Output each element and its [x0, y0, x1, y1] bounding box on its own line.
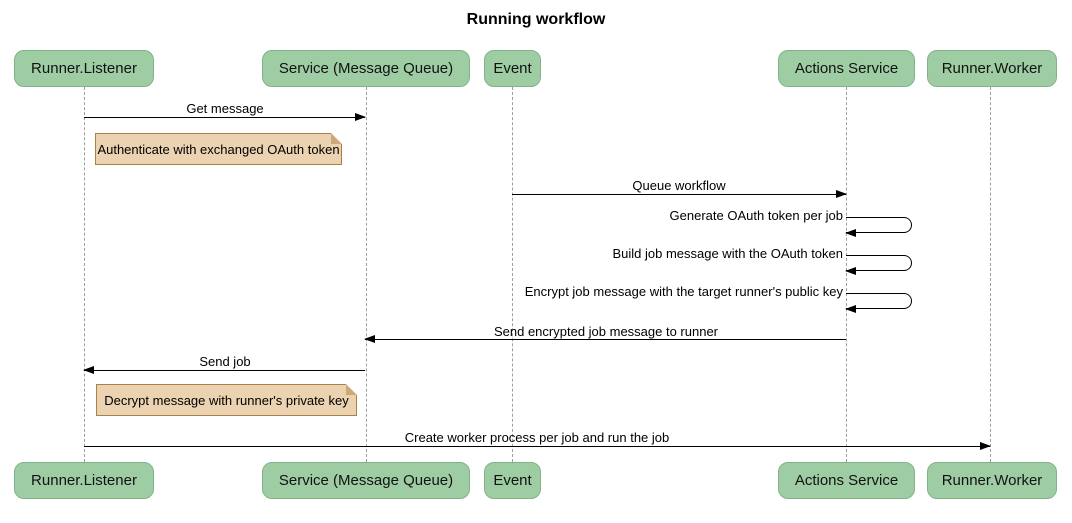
arrowhead-left-icon — [83, 366, 94, 374]
participant-label: Runner.Worker — [941, 472, 1043, 489]
message-label-create-worker: Create worker process per job and run th… — [404, 430, 670, 445]
note-fold-icon — [346, 384, 357, 395]
arrowhead-left-icon — [845, 305, 856, 313]
self-loop-encrypt-job-message — [845, 293, 912, 313]
participant-label: Event — [493, 60, 532, 77]
arrowhead-right-icon — [355, 113, 366, 121]
participant-label: Runner.Listener — [31, 60, 137, 77]
self-loop-generate-oauth-token — [845, 217, 912, 237]
message-arrow-send-job — [83, 366, 365, 374]
note-text: Authenticate with exchanged OAuth token — [97, 141, 340, 157]
participant-label: Runner.Worker — [941, 60, 1043, 77]
participant-runner-listener-top: Runner.Listener — [14, 50, 154, 87]
arrowhead-left-icon — [845, 267, 856, 275]
message-label-build-job-message: Build job message with the OAuth token — [612, 246, 843, 261]
note-fold-icon — [331, 133, 342, 144]
lifeline-runner-worker — [990, 87, 991, 462]
participant-service-message-queue-top: Service (Message Queue) — [262, 50, 470, 87]
participant-runner-worker-bottom: Runner.Worker — [927, 462, 1057, 499]
message-label-send-encrypted-job: Send encrypted job message to runner — [493, 324, 719, 339]
participant-event-top: Event — [484, 50, 541, 87]
message-label-encrypt-job-message: Encrypt job message with the target runn… — [524, 284, 843, 299]
arrowhead-left-icon — [845, 229, 856, 237]
message-arrow-create-worker — [84, 442, 991, 450]
message-label-generate-oauth-token: Generate OAuth token per job — [669, 208, 843, 223]
lifeline-runner-listener — [84, 87, 85, 462]
participant-label: Runner.Listener — [31, 472, 137, 489]
participant-label: Actions Service — [794, 60, 899, 77]
self-loop-build-job-message — [845, 255, 912, 275]
arrowhead-right-icon — [980, 442, 991, 450]
message-label-get-message: Get message — [186, 101, 264, 116]
lifeline-event — [512, 87, 513, 462]
arrowhead-left-icon — [364, 335, 375, 343]
participant-label: Service (Message Queue) — [278, 472, 454, 489]
lifeline-service-message-queue — [366, 87, 367, 462]
message-arrow-get-message — [84, 113, 366, 121]
message-arrow-send-encrypted-job — [364, 335, 846, 343]
participant-label: Event — [493, 472, 532, 489]
participant-actions-service-bottom: Actions Service — [778, 462, 915, 499]
participant-label: Actions Service — [794, 472, 899, 489]
arrowhead-right-icon — [836, 190, 847, 198]
participant-event-bottom: Event — [484, 462, 541, 499]
note-authenticate-oauth: Authenticate with exchanged OAuth token — [95, 133, 342, 165]
diagram-title: Running workflow — [466, 11, 606, 28]
participant-runner-worker-top: Runner.Worker — [927, 50, 1057, 87]
participant-actions-service-top: Actions Service — [778, 50, 915, 87]
participant-service-message-queue-bottom: Service (Message Queue) — [262, 462, 470, 499]
message-label-queue-workflow: Queue workflow — [632, 178, 726, 193]
participant-runner-listener-bottom: Runner.Listener — [14, 462, 154, 499]
message-label-send-job: Send job — [199, 354, 251, 369]
message-arrow-queue-workflow — [512, 190, 847, 198]
note-text: Decrypt message with runner's private ke… — [104, 392, 349, 408]
participant-label: Service (Message Queue) — [278, 60, 454, 77]
note-decrypt-message: Decrypt message with runner's private ke… — [96, 384, 357, 416]
